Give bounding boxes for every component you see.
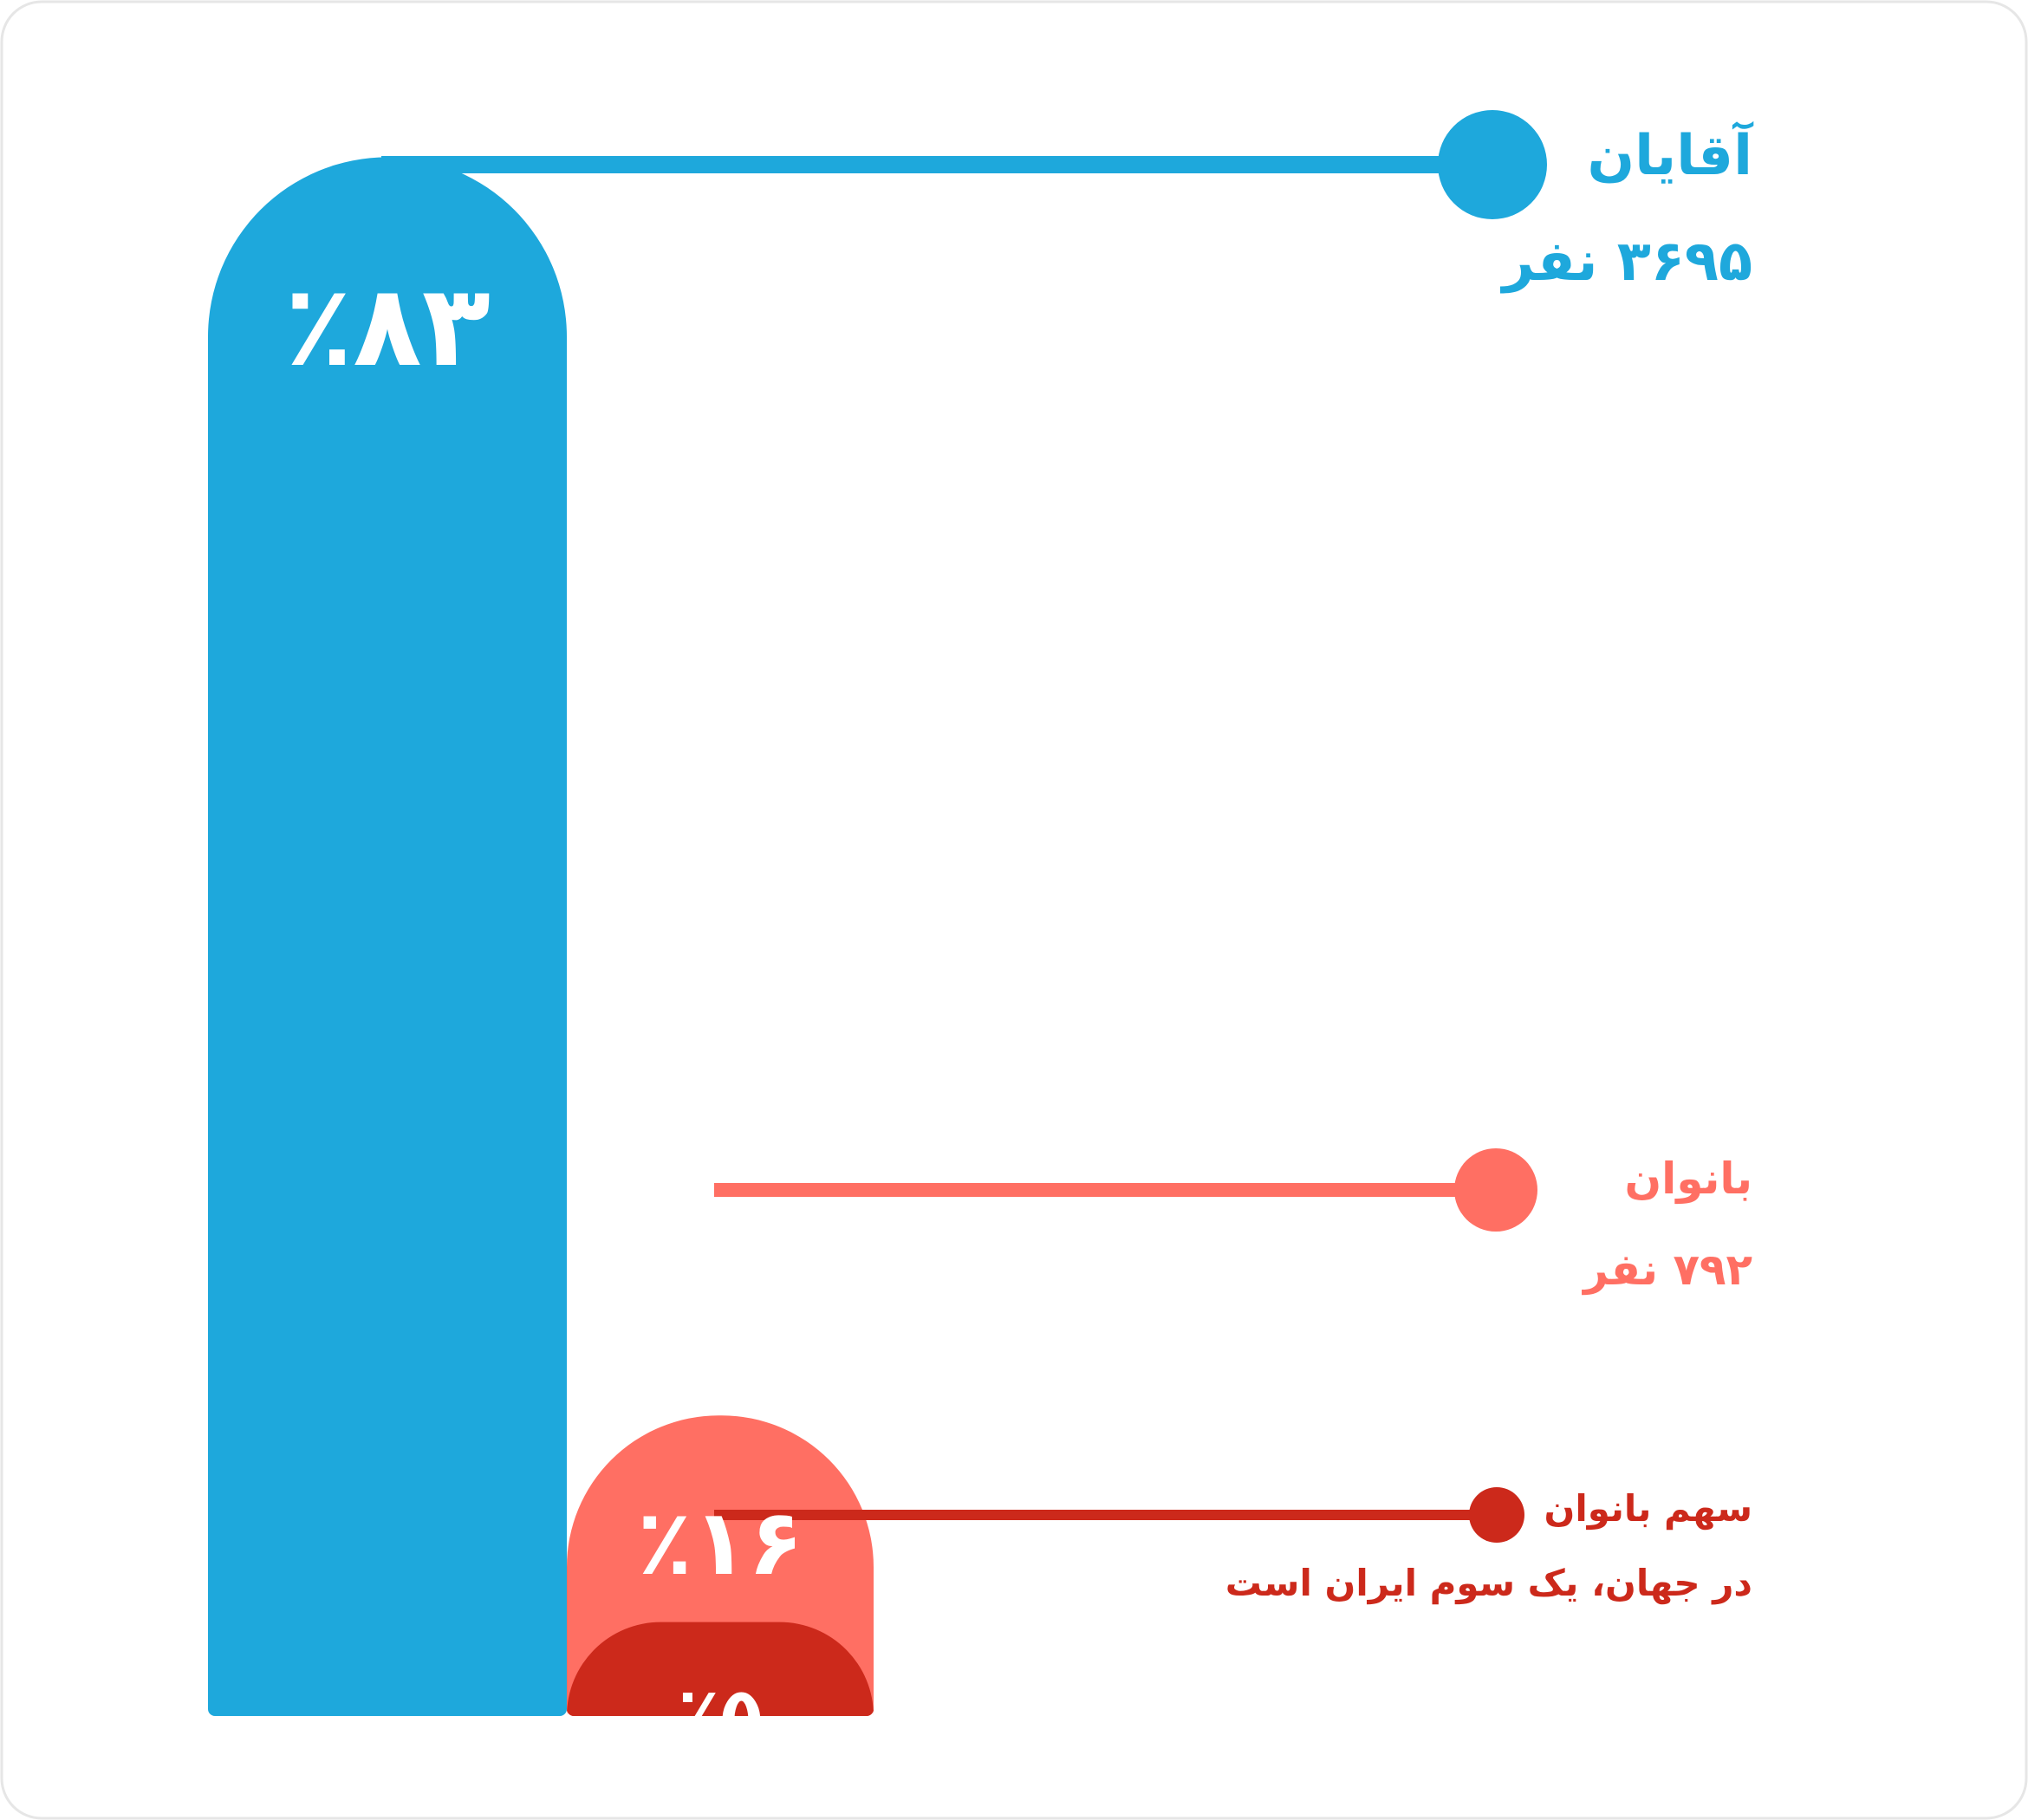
marker-dot-share [1469, 1487, 1524, 1543]
legend-women-name: بانوان [1624, 1154, 1753, 1204]
bar-share-value-label: ٪۵ [678, 1672, 763, 1753]
legend-men-count: ۳۶۹۵ نفر [1502, 230, 1752, 294]
legend-share-name: سهم بانوان [1544, 1487, 1752, 1530]
legend-women-count: ۷۹۲ نفر [1583, 1245, 1752, 1295]
legend-men-name: آقایان [1587, 124, 1752, 188]
bar-women-value-label: ٪۱۶ [636, 1490, 804, 1596]
bar-share [567, 1622, 874, 1716]
bar-men [208, 157, 567, 1716]
marker-dot-men [1438, 110, 1547, 219]
marker-dot-women [1454, 1148, 1537, 1232]
legend-share-note: در جهان، یک سوم ایران است [1225, 1562, 1752, 1604]
bar-men-value-label: ٪۸۳ [283, 260, 491, 393]
